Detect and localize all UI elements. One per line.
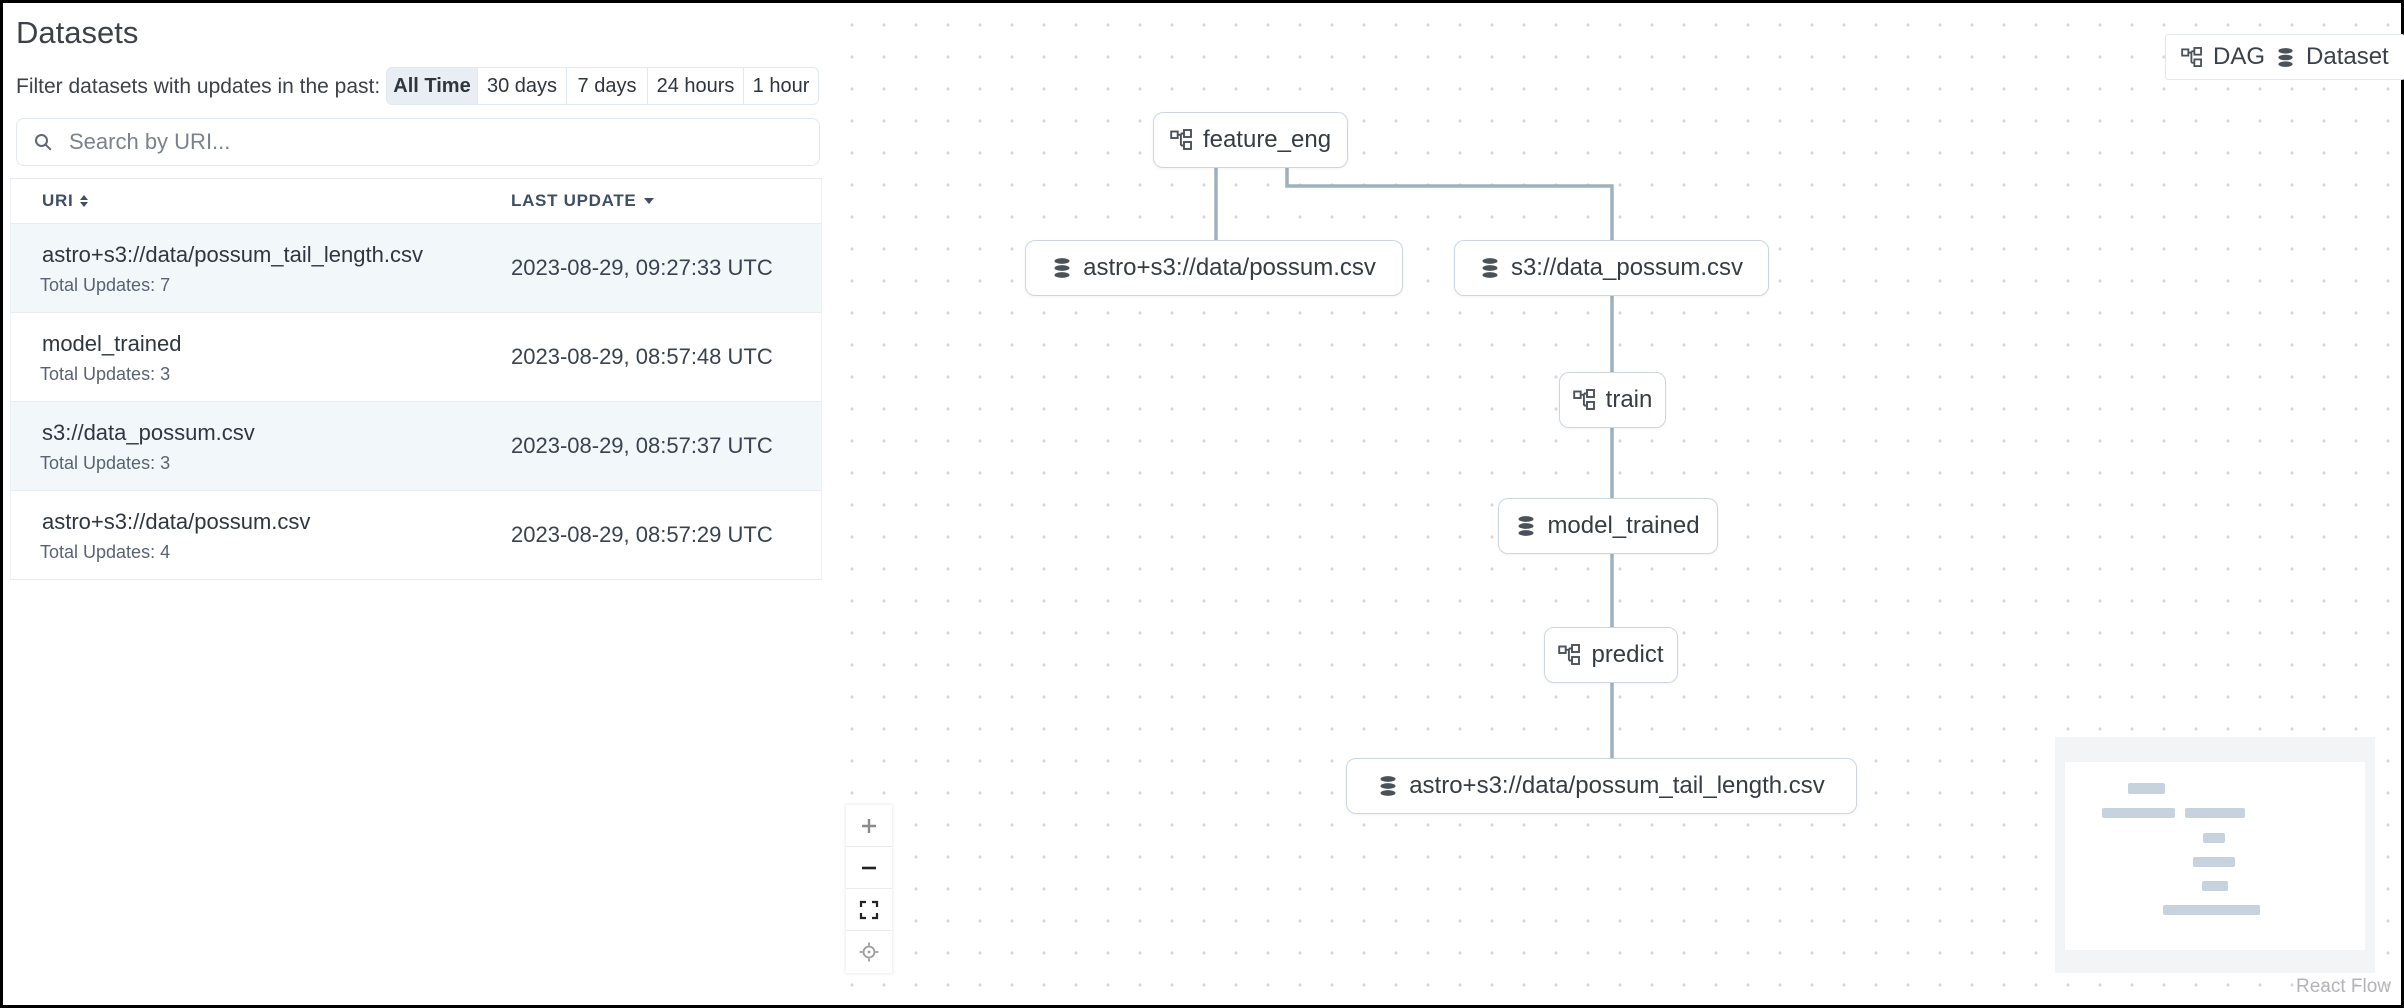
fit-view-button[interactable]: [846, 889, 892, 931]
plus-icon: [862, 818, 876, 833]
legend-dag-label: DAG: [2213, 43, 2266, 70]
minimap-viewport: [2065, 762, 2365, 950]
zoom-out-button[interactable]: [846, 847, 892, 889]
minimap-node: [2185, 808, 2245, 818]
dataset-uri: astro+s3://data/possum.csv: [42, 509, 311, 534]
node-label: astro+s3://data/possum.csv: [1083, 254, 1376, 281]
dag-icon: [1170, 129, 1192, 151]
crosshair-icon: [859, 942, 879, 962]
graph-node-train[interactable]: train: [1559, 372, 1666, 428]
dag-icon: [1572, 389, 1595, 411]
dataset-last-update: 2023-08-29, 08:57:37 UTC: [511, 433, 773, 458]
table-row[interactable]: astro+s3://data/possum_tail_length.csv T…: [11, 223, 821, 312]
dataset-uri: model_trained: [42, 331, 182, 356]
datasets-table: URI LAST UPDATE astro+s3://data/possum_t…: [10, 178, 822, 580]
database-icon: [2276, 47, 2295, 68]
filter-button-7-days[interactable]: 7 days: [566, 67, 648, 105]
dataset-last-update: 2023-08-29, 08:57:29 UTC: [511, 522, 773, 547]
dataset-total-updates: Total Updates: 3: [40, 453, 171, 473]
legend-dataset-label: Dataset: [2306, 43, 2389, 70]
minimap-node: [2102, 808, 2175, 818]
dataset-total-updates: Total Updates: 3: [40, 364, 171, 384]
dag-icon: [2181, 46, 2202, 68]
minimap-node: [2193, 857, 2235, 867]
page-title: Datasets: [16, 15, 139, 50]
table-row[interactable]: astro+s3://data/possum.csv Total Updates…: [11, 490, 821, 579]
react-flow-attribution[interactable]: React Flow: [2295, 976, 2391, 997]
graph-node-model-trained[interactable]: model_trained: [1498, 498, 1718, 554]
node-label: train: [1605, 386, 1653, 413]
graph-node-feature-eng[interactable]: feature_eng: [1153, 112, 1348, 168]
graph-node-possum-tail-length-csv[interactable]: astro+s3://data/possum_tail_length.csv: [1346, 758, 1857, 814]
minimap-node: [2163, 905, 2260, 915]
minimap-node: [2203, 833, 2225, 843]
graph-node-s3-data-possum-csv[interactable]: s3://data_possum.csv: [1454, 240, 1769, 296]
column-header-uri[interactable]: URI: [42, 191, 89, 211]
dataset-last-update: 2023-08-29, 08:57:48 UTC: [511, 344, 773, 369]
sort-desc-icon: [644, 198, 655, 204]
datasets-panel: Datasets Filter datasets with updates in…: [3, 3, 823, 1005]
graph-legend: DAG Dataset: [2165, 34, 2404, 80]
filter-label: Filter datasets with updates in the past…: [16, 75, 381, 98]
database-icon: [1052, 257, 1072, 279]
minus-icon: [862, 866, 876, 869]
node-label: feature_eng: [1202, 126, 1332, 153]
dataset-last-update: 2023-08-29, 09:27:33 UTC: [511, 255, 773, 280]
node-label: predict: [1591, 641, 1664, 668]
database-icon: [1516, 515, 1536, 537]
time-filter-group: All Time 30 days 7 days 24 hours 1 hour: [386, 67, 819, 105]
zoom-in-button[interactable]: [846, 805, 892, 847]
database-icon: [1378, 775, 1398, 797]
graph-node-predict[interactable]: predict: [1544, 627, 1678, 683]
dataset-total-updates: Total Updates: 4: [40, 542, 171, 562]
filter-button-1-hour[interactable]: 1 hour: [743, 67, 819, 105]
sort-both-icon: [80, 195, 89, 207]
dataset-uri: s3://data_possum.csv: [42, 420, 255, 445]
dataset-uri: astro+s3://data/possum_tail_length.csv: [42, 242, 423, 267]
search-box: [16, 118, 820, 166]
filter-button-30-days[interactable]: 30 days: [477, 67, 567, 105]
search-input[interactable]: [67, 128, 819, 156]
filter-button-all-time[interactable]: All Time: [386, 67, 478, 105]
graph-node-astro-possum-csv[interactable]: astro+s3://data/possum.csv: [1025, 240, 1403, 296]
fit-view-icon: [859, 900, 879, 919]
table-row[interactable]: model_trained Total Updates: 3 2023-08-2…: [11, 312, 821, 401]
column-header-last-update[interactable]: LAST UPDATE: [511, 191, 655, 211]
dataset-total-updates: Total Updates: 7: [40, 275, 171, 295]
dag-icon: [1558, 644, 1581, 666]
dependency-graph-canvas[interactable]: feature_eng astro+s3://data/possum.csv s…: [822, 3, 2404, 1005]
minimap-node: [2128, 783, 2165, 794]
search-icon: [33, 132, 53, 152]
graph-controls: [846, 805, 892, 973]
node-label: s3://data_possum.csv: [1510, 254, 1744, 281]
filter-button-24-hours[interactable]: 24 hours: [647, 67, 744, 105]
graph-minimap[interactable]: [2055, 737, 2375, 973]
node-label: model_trained: [1547, 512, 1700, 539]
focus-selection-button[interactable]: [846, 931, 892, 973]
database-icon: [1480, 257, 1500, 279]
table-header: URI LAST UPDATE: [11, 179, 821, 223]
table-row[interactable]: s3://data_possum.csv Total Updates: 3 20…: [11, 401, 821, 490]
node-label: astro+s3://data/possum_tail_length.csv: [1409, 772, 1825, 799]
minimap-node: [2202, 881, 2228, 891]
